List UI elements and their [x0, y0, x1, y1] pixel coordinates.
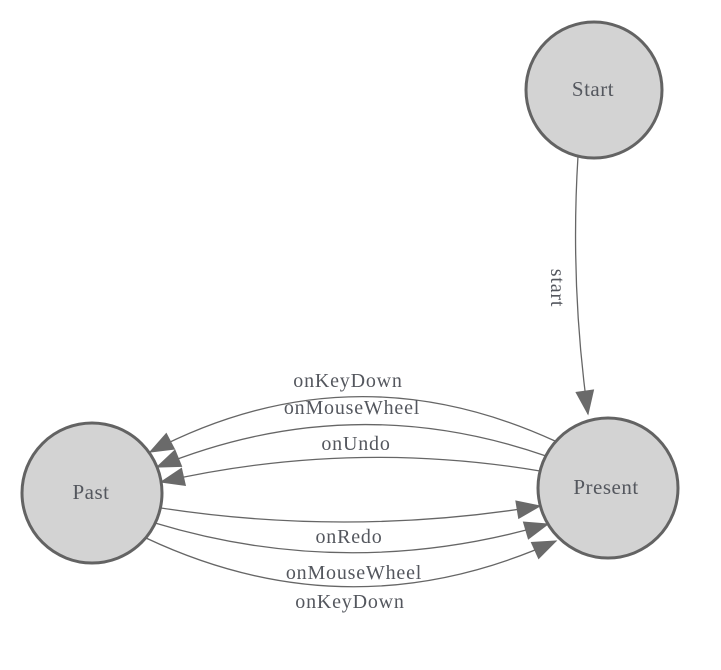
edge-label-start: start — [546, 269, 568, 307]
node-start-label: Start — [572, 77, 614, 101]
edge-present-to-past-onmousewheel — [155, 423, 547, 468]
node-start-circle — [524, 20, 664, 160]
edge-label-onmousewheel-top: onMouseWheel — [284, 397, 420, 419]
edge-label-onundo: onUndo — [321, 433, 390, 455]
edge-present-to-past-onundo — [159, 456, 541, 487]
node-past-label: Past — [72, 480, 109, 504]
edge-start-to-present — [574, 155, 595, 416]
node-past-circle — [20, 421, 164, 565]
node-present-label: Present — [573, 475, 638, 499]
edge-past-to-present-onmousewheel — [154, 521, 550, 554]
edge-label-onkeydown-bottom: onKeyDown — [295, 591, 404, 613]
edge-past-to-present-onkeydown — [145, 537, 558, 588]
node-present-circle — [536, 416, 680, 560]
edge-label-onredo: onRedo — [315, 526, 382, 548]
edge-label-onmousewheel-bottom: onMouseWheel — [286, 562, 422, 584]
edge-past-to-present-onredo — [160, 500, 542, 523]
edge-present-to-past-onkeydown — [148, 395, 556, 453]
edge-label-onkeydown-top: onKeyDown — [293, 370, 402, 392]
